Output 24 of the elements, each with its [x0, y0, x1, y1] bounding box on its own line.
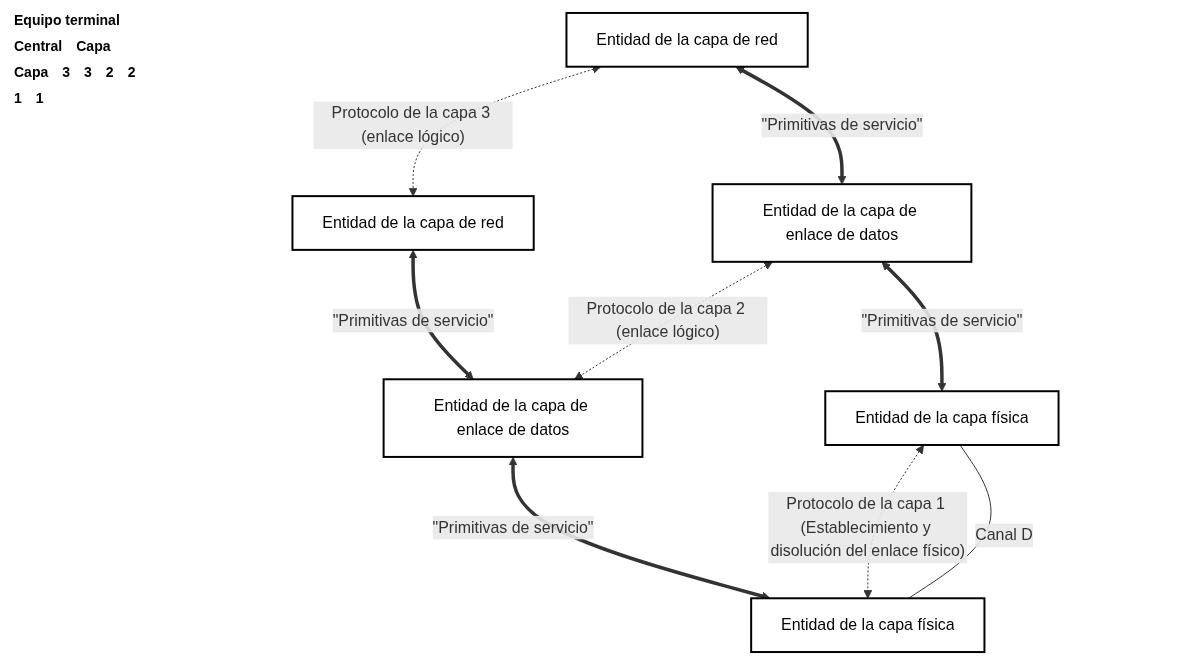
edge-label: "Primitivas de servicio"	[332, 311, 494, 329]
layer-label: 1	[34, 89, 45, 108]
layer-label: 2	[104, 63, 115, 82]
edge-label: Protocolo de la capa 2 (enlace lógico)	[586, 299, 745, 341]
layer-label: Equipo terminal	[13, 11, 121, 30]
edge-label: Protocolo de la capa 1 (Establecimiento y disolución del enlace físico)	[770, 494, 966, 560]
layer-label: 3	[83, 63, 93, 82]
layer-label: Capa	[13, 63, 50, 82]
edge-label: "Primitivas de servicio"	[432, 518, 594, 536]
node-box: Entidad de la capa de red	[291, 195, 535, 251]
edge-label: Canal D	[975, 526, 1033, 544]
node-box: Entidad de la capa física	[824, 390, 1060, 446]
edge-label: Protocolo de la capa 3 (enlace lógico)	[331, 104, 491, 146]
layer-label: 2	[126, 63, 137, 82]
layer-label: Central	[13, 37, 64, 56]
edge-label: "Primitivas de servicio"	[761, 116, 923, 134]
node-box: Entidad de la capa de enlace de datos	[711, 183, 973, 263]
layer-label: 1	[13, 89, 23, 108]
node-box: Entidad de la capa física	[750, 597, 986, 654]
edge-label: "Primitivas de servicio"	[861, 311, 1023, 329]
node-box: Entidad de la capa de red	[565, 11, 809, 68]
layer-label: 3	[61, 63, 72, 82]
node-box: Entidad de la capa de enlace de datos	[382, 378, 644, 458]
layer-label: Capa	[75, 37, 112, 56]
